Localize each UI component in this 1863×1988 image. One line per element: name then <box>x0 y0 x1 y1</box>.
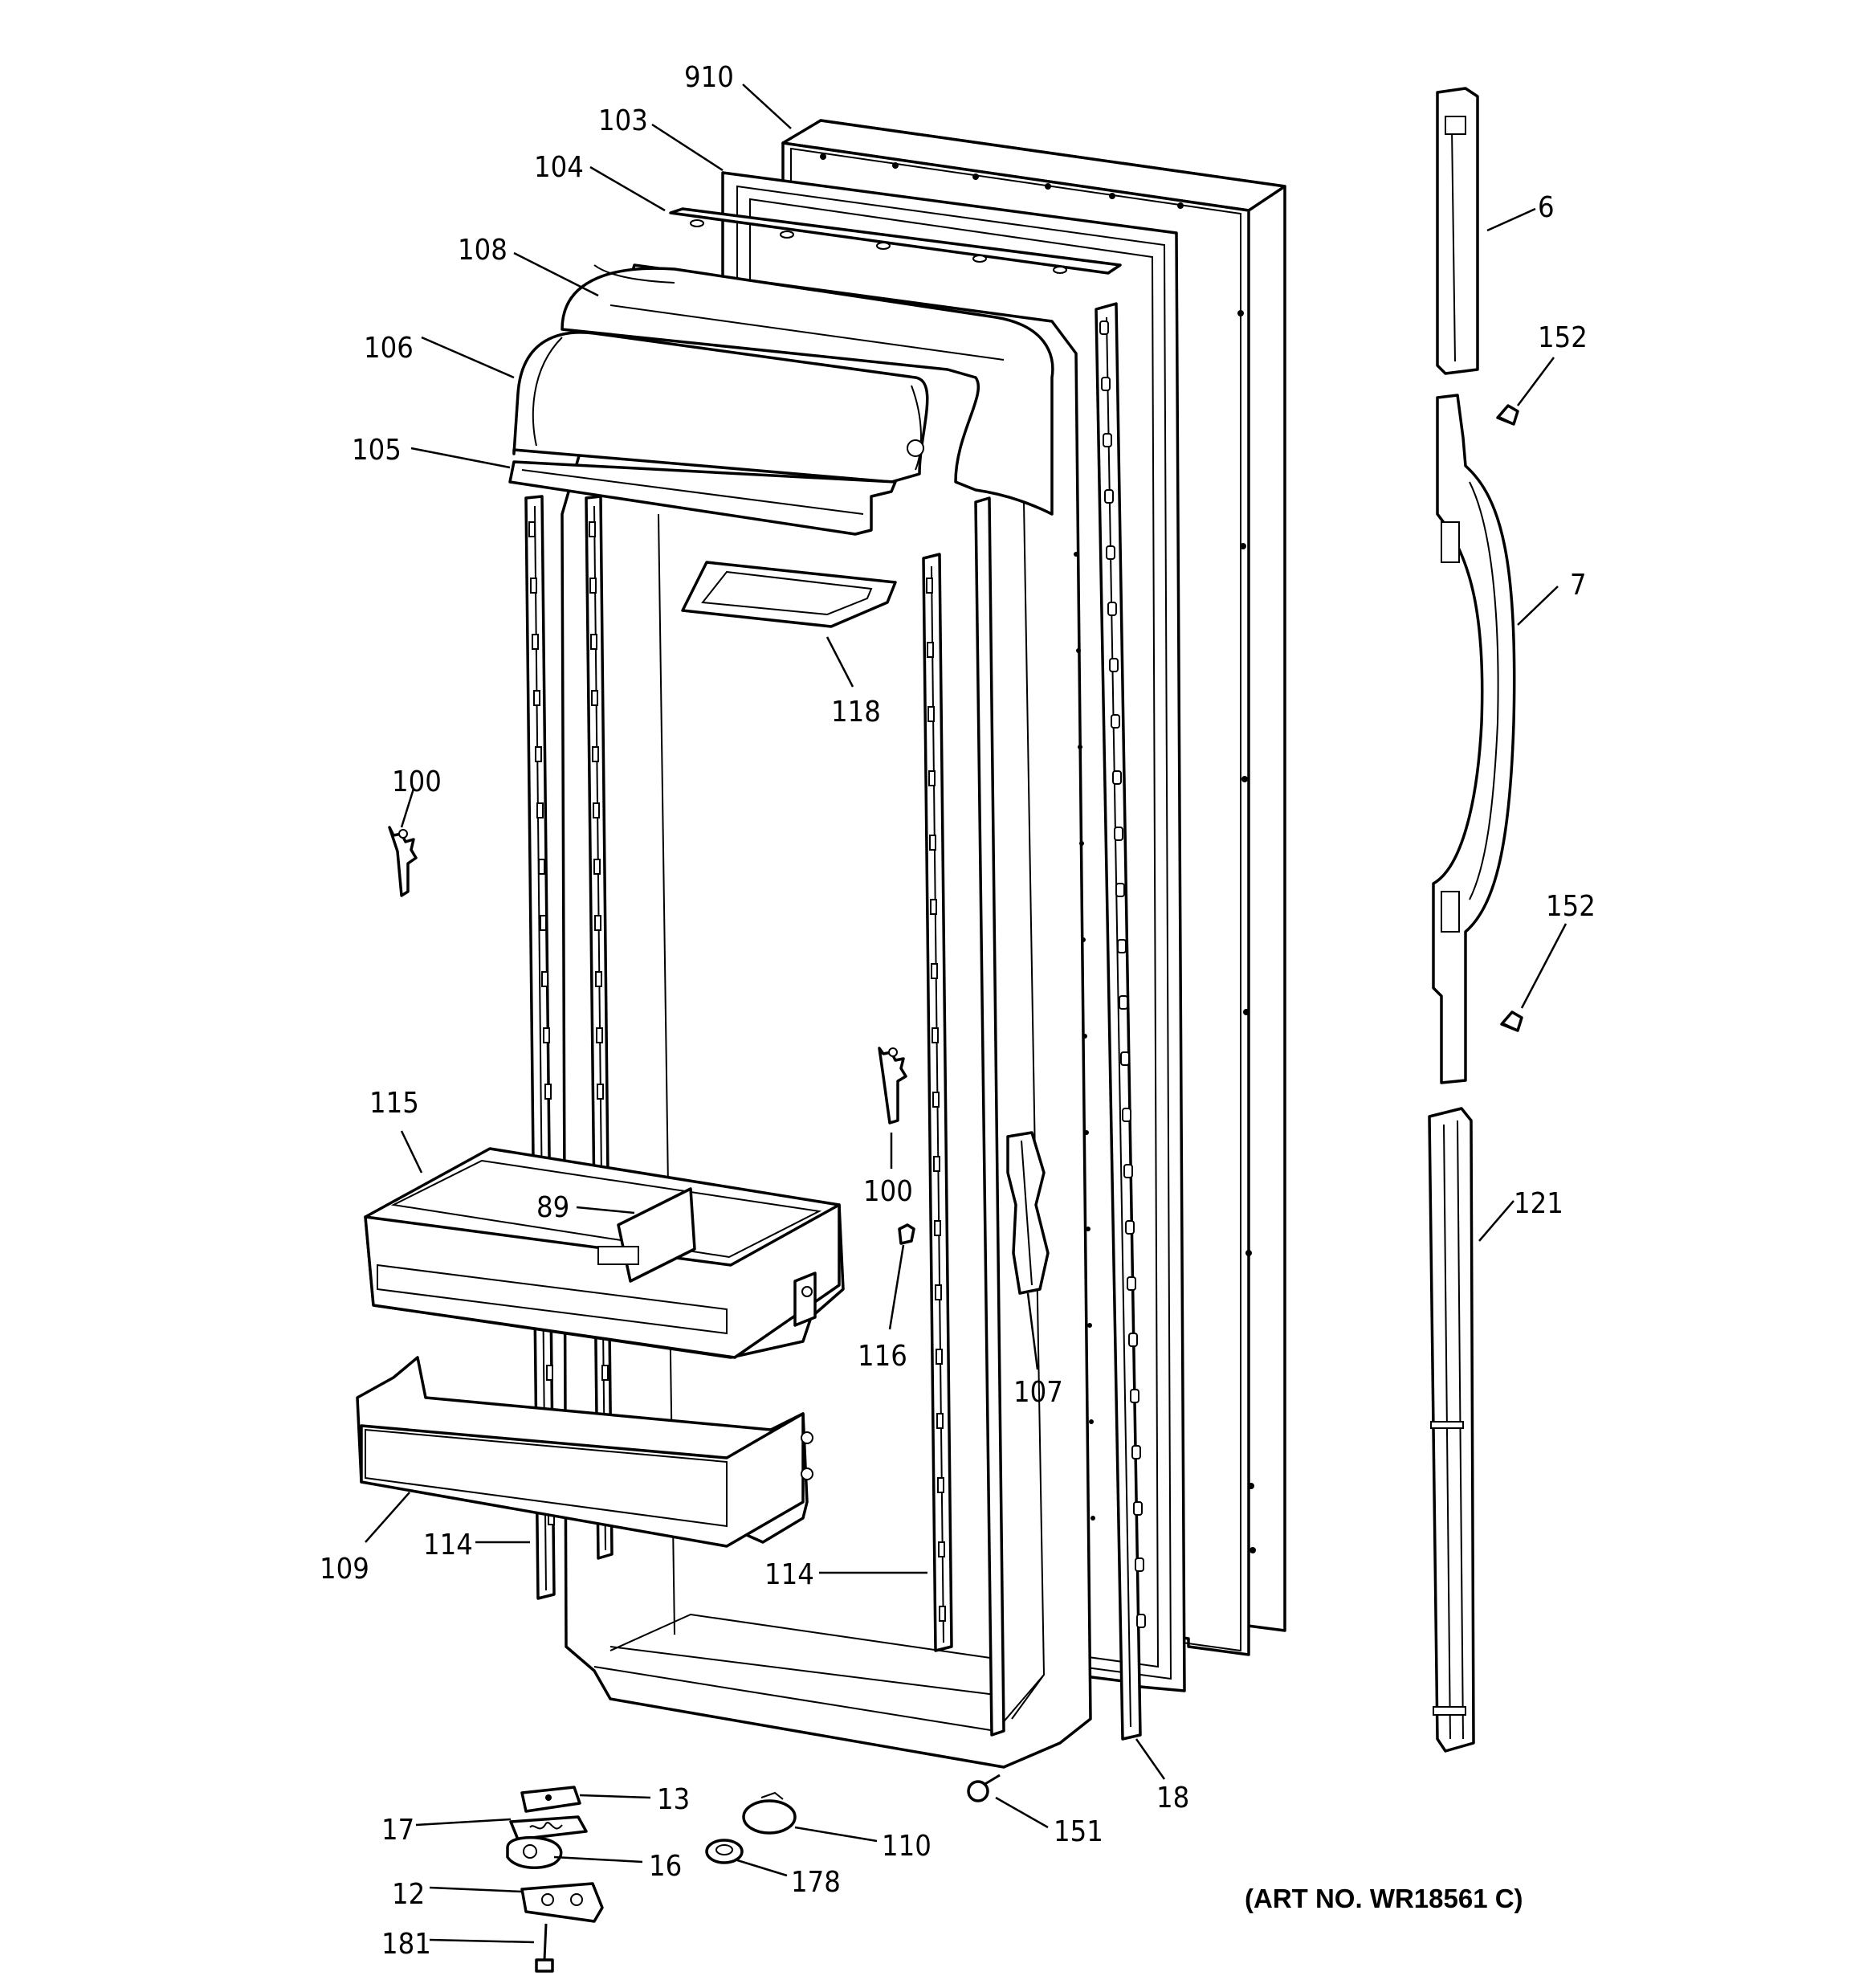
part-label-18: 18 <box>1156 1782 1189 1815</box>
butter-tray <box>681 561 897 628</box>
part-label-110: 110 <box>882 1830 932 1863</box>
part-label-151: 151 <box>1054 1815 1103 1848</box>
part-label-910: 910 <box>684 61 734 94</box>
door-handle <box>1432 394 1516 1084</box>
art-number: (ART NO. WR18561 C) <box>1245 1884 1523 1913</box>
clip-100-right <box>878 1047 907 1125</box>
part-label-181: 181 <box>381 1928 431 1961</box>
clip-100-left <box>388 826 418 897</box>
part-label-89: 89 <box>536 1191 569 1224</box>
part-label-114-left: 114 <box>423 1529 473 1561</box>
part-label-100-right: 100 <box>863 1175 913 1208</box>
part-label-106: 106 <box>364 332 414 365</box>
hinge-plate-13 <box>520 1786 581 1813</box>
hinge-strip <box>1095 302 1146 1741</box>
washer-178 <box>705 1839 744 1864</box>
door-bin-lower <box>356 1356 813 1548</box>
part-label-115: 115 <box>369 1087 419 1120</box>
hinge-12 <box>520 1882 604 1923</box>
screw-152-bottom <box>1500 1010 1523 1032</box>
part-label-103: 103 <box>598 104 648 137</box>
stop-116 <box>898 1223 915 1245</box>
part-label-152-bottom: 152 <box>1546 890 1596 923</box>
part-label-7: 7 <box>1570 569 1587 602</box>
part-label-114-right: 114 <box>764 1558 814 1591</box>
part-label-107: 107 <box>1013 1376 1063 1409</box>
part-label-116: 116 <box>858 1340 907 1373</box>
door-bin-upper <box>364 1147 845 1359</box>
part-label-178: 178 <box>791 1866 841 1899</box>
part-label-100-left: 100 <box>392 765 442 798</box>
part-label-109: 109 <box>320 1553 369 1586</box>
part-label-108: 108 <box>458 234 508 267</box>
mullion-rail <box>1006 1131 1050 1295</box>
part-label-13: 13 <box>657 1783 690 1816</box>
screw-151 <box>967 1774 1001 1802</box>
handle-end-cap-top <box>1436 87 1479 375</box>
part-label-121: 121 <box>1514 1187 1563 1220</box>
screw-152-top <box>1496 404 1519 426</box>
handle-trim-lower <box>1428 1107 1475 1753</box>
part-label-17: 17 <box>381 1814 414 1847</box>
part-label-12: 12 <box>392 1878 425 1911</box>
dairy-door <box>508 331 929 536</box>
cap-110 <box>742 1791 797 1835</box>
part-label-152-top: 152 <box>1538 321 1588 354</box>
leader-lines <box>365 84 1567 1944</box>
part-labels: 910 103 104 108 106 105 118 100 100 115 … <box>320 61 1596 1961</box>
part-label-6: 6 <box>1538 191 1555 224</box>
shim-17 <box>509 1815 588 1841</box>
part-label-118: 118 <box>831 696 881 729</box>
part-label-105: 105 <box>352 434 402 467</box>
part-label-104: 104 <box>534 151 584 184</box>
part-label-16: 16 <box>649 1850 682 1883</box>
bushing-16 <box>506 1836 563 1870</box>
screw-181 <box>535 1923 554 1973</box>
rail-right <box>922 553 953 1652</box>
